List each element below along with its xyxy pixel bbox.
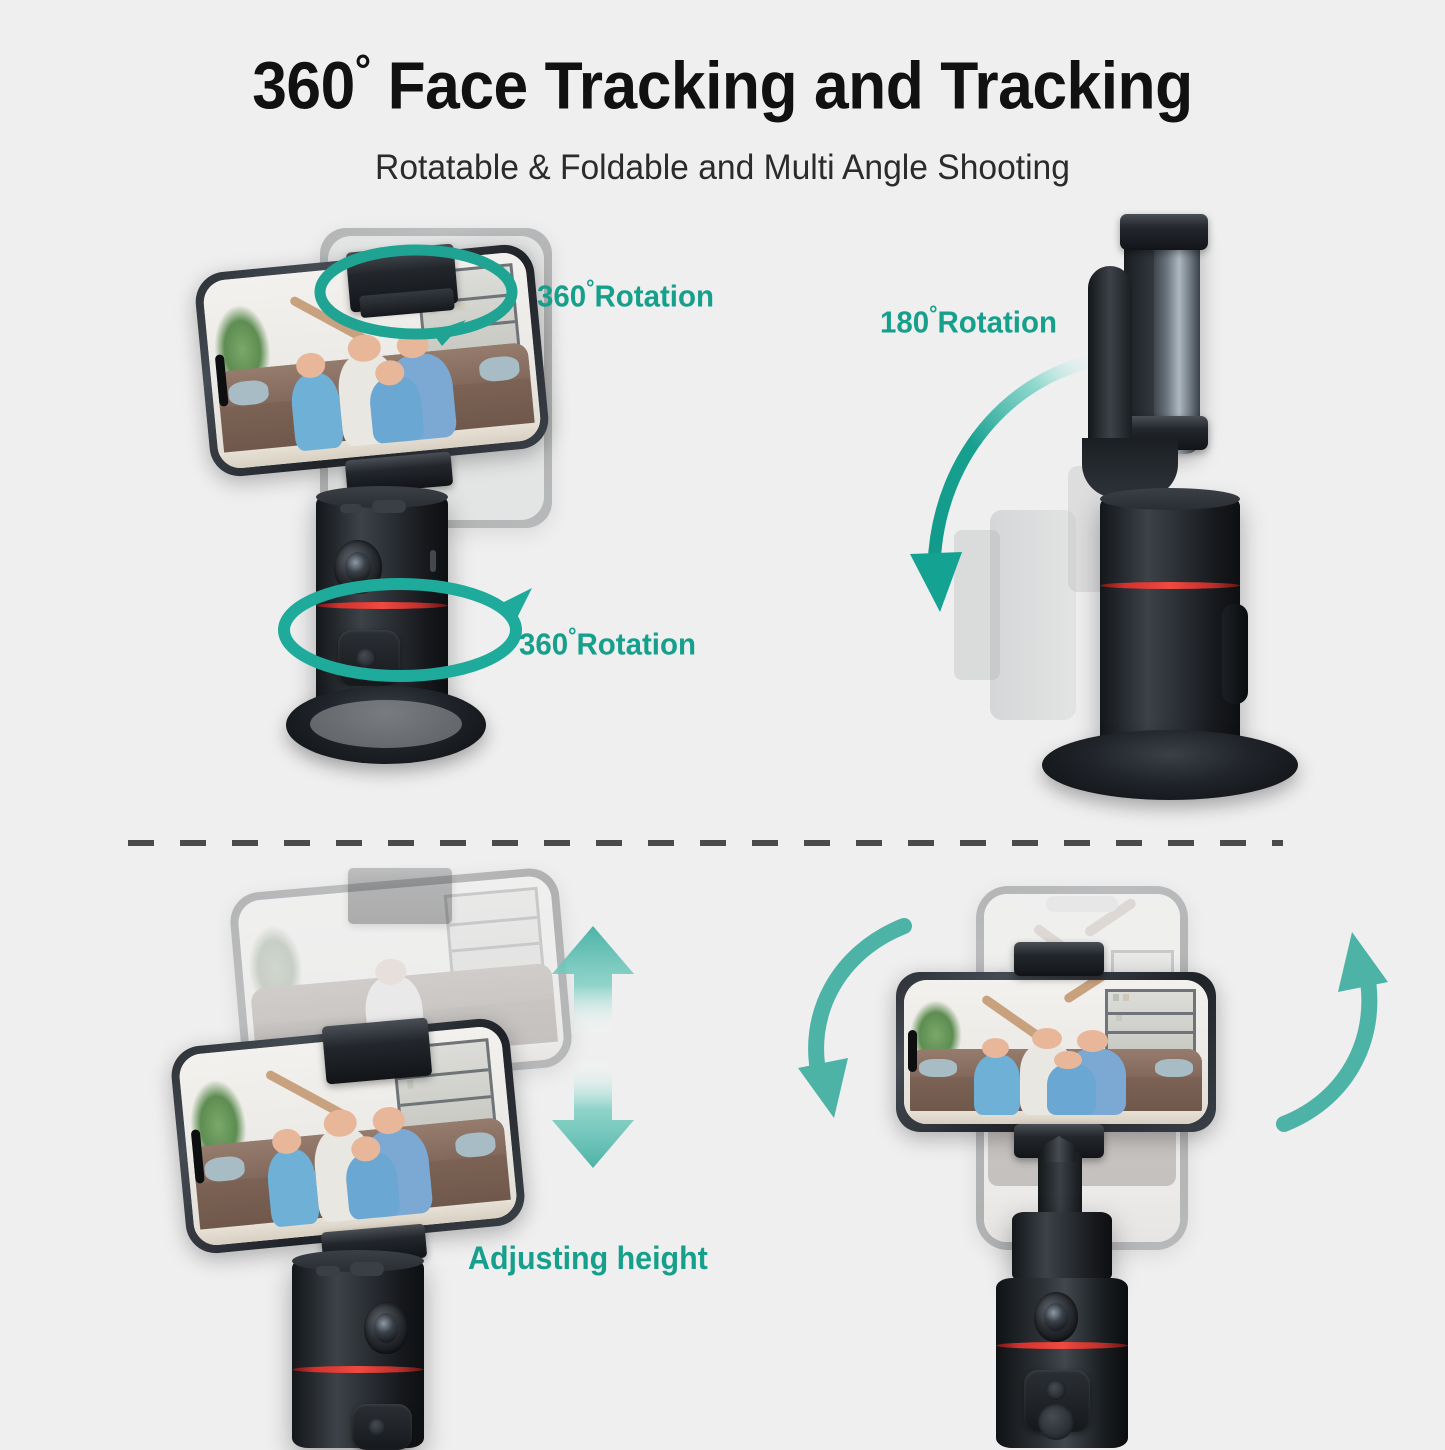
page-subtitle: Rotatable & Foldable and Multi Angle Sho… — [375, 147, 1070, 187]
phone-notch-br — [908, 1029, 917, 1072]
gimbal-top-cap — [316, 486, 448, 508]
section-divider — [128, 840, 1283, 846]
curved-arrow-left-icon — [798, 918, 912, 1118]
clamp-top-right-upper[interactable] — [1120, 214, 1208, 250]
callout-360-rotation-top: 360°Rotation — [537, 275, 714, 314]
phone-screen-br — [904, 980, 1208, 1124]
callout-adjusting-height: Adjusting height — [468, 1240, 708, 1276]
red-accent-ring-right — [1100, 582, 1240, 589]
panel-top-right: 180°Rotation — [830, 200, 1430, 840]
rotation-ring-base-icon — [278, 578, 532, 682]
phone-clamp-br-top[interactable] — [1014, 942, 1104, 976]
side-port — [430, 550, 436, 572]
ghost-clamp — [348, 868, 452, 924]
degree-symbol: ° — [354, 46, 371, 95]
panel-top-left: 360°Rotation 360°Rotation — [120, 200, 820, 840]
gimbal-arm — [1088, 266, 1132, 466]
control-button-panel-bl[interactable] — [352, 1404, 412, 1450]
camera-lens-icon-bl — [364, 1302, 408, 1354]
gimbal-body-top-right — [1100, 488, 1248, 746]
top-button-a[interactable] — [340, 504, 362, 513]
gimbal-top-cap-right — [1100, 488, 1240, 510]
red-accent-ring — [316, 602, 448, 609]
title-number: 360 — [252, 48, 355, 124]
top-button-b[interactable] — [372, 500, 406, 513]
panel-bottom-right — [790, 860, 1445, 1448]
ghost-dynamic-island — [1046, 896, 1118, 912]
tripod-base-top-left — [286, 686, 486, 764]
header: 360° Face Tracking and Tracking Rotatabl… — [0, 46, 1445, 188]
phone-bottom-right — [896, 972, 1216, 1132]
family-photo-br — [904, 980, 1208, 1124]
rotation-ring-top-icon — [314, 244, 518, 346]
side-panel — [1222, 604, 1248, 704]
callout-360-rotation-bottom: 360°Rotation — [519, 623, 696, 662]
top-button-a-bl[interactable] — [316, 1266, 340, 1276]
disc-base-top-right — [1042, 730, 1298, 800]
page-title: 360° Face Tracking and Tracking — [51, 46, 1395, 124]
mode-button[interactable] — [356, 648, 376, 668]
title-rest: Face Tracking and Tracking — [387, 48, 1194, 124]
height-adjust-arrow-icon — [552, 926, 634, 1168]
base-cutout — [310, 700, 462, 748]
gimbal-body-br — [996, 1278, 1128, 1448]
callout-180-rotation: 180°Rotation — [880, 301, 1057, 340]
arc-rotation-180-icon — [910, 351, 1119, 612]
top-button-b-bl[interactable] — [350, 1262, 384, 1276]
gimbal-body-bottom-left — [292, 1250, 424, 1450]
red-accent-ring-bl — [292, 1366, 424, 1373]
curved-arrow-right-icon — [1276, 932, 1388, 1132]
telescoping-pole-upper — [1038, 1152, 1082, 1220]
handle-body-br — [1012, 1212, 1112, 1282]
ghost-arm — [954, 530, 1000, 680]
gimbal-body-top-left — [316, 486, 448, 738]
panel-bottom-left: Adjusting height — [120, 860, 820, 1450]
ghost-phone-top-right — [990, 510, 1076, 720]
phone-clamp-bl-top[interactable] — [321, 1017, 433, 1085]
